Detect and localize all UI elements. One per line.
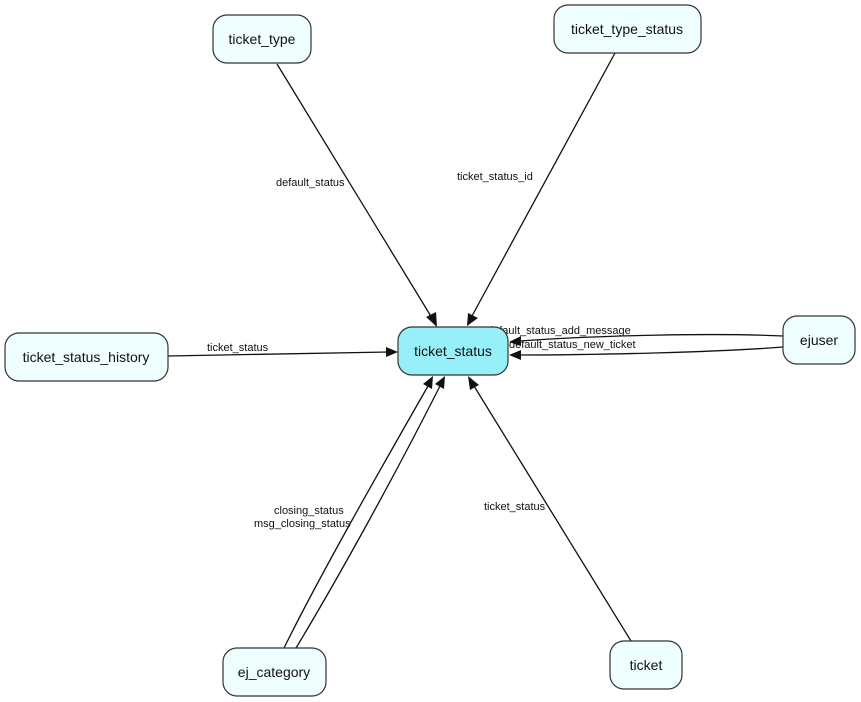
edge-label: default_status_new_ticket <box>509 339 636 351</box>
edge-label: closing_status <box>274 505 344 517</box>
arrowhead <box>386 347 398 357</box>
node-label: ticket_type <box>229 31 296 47</box>
arrowhead <box>468 376 479 390</box>
node-label: ticket <box>630 657 663 673</box>
node-ticket-status[interactable]: ticket_status <box>397 326 509 376</box>
node-ejuser[interactable]: ejuser <box>782 315 856 365</box>
edge-ticket-type <box>276 63 437 327</box>
edge-ticket <box>468 376 632 642</box>
edge-ticket-status-history <box>167 347 398 357</box>
arrowhead <box>426 312 437 327</box>
edge-label: default_status_add_message <box>487 325 631 337</box>
edge-label: ticket_status_id <box>457 171 533 183</box>
arrowhead <box>509 350 521 360</box>
node-label: ejuser <box>800 332 838 348</box>
node-ticket-status-history[interactable]: ticket_status_history <box>4 332 169 382</box>
edge-label: default_status <box>276 177 345 189</box>
edge-label: ticket_status <box>207 342 269 354</box>
edge-label: ticket_status <box>484 501 546 513</box>
edge-ejuser-add-message <box>509 333 784 346</box>
node-ticket-type-status[interactable]: ticket_type_status <box>553 4 702 54</box>
node-ticket[interactable]: ticket <box>609 640 683 690</box>
arrowhead <box>467 313 478 326</box>
node-label: ticket_status <box>414 343 492 359</box>
edge-label: msg_closing_status <box>254 518 351 530</box>
node-label: ticket_type_status <box>571 21 683 37</box>
node-ticket-type[interactable]: ticket_type <box>212 14 312 64</box>
arrowhead <box>423 376 433 389</box>
edge-ej-category-closing <box>283 376 433 649</box>
edge-ej-category-msg-closing <box>295 376 445 649</box>
node-label: ticket_status_history <box>23 349 150 365</box>
node-label: ej_category <box>238 664 310 680</box>
edge-ticket-type-status <box>467 52 616 326</box>
arrowhead <box>435 376 445 389</box>
node-ej-category[interactable]: ej_category <box>222 647 327 697</box>
arrowhead <box>509 336 521 346</box>
edge-ejuser-new-ticket <box>509 346 784 360</box>
